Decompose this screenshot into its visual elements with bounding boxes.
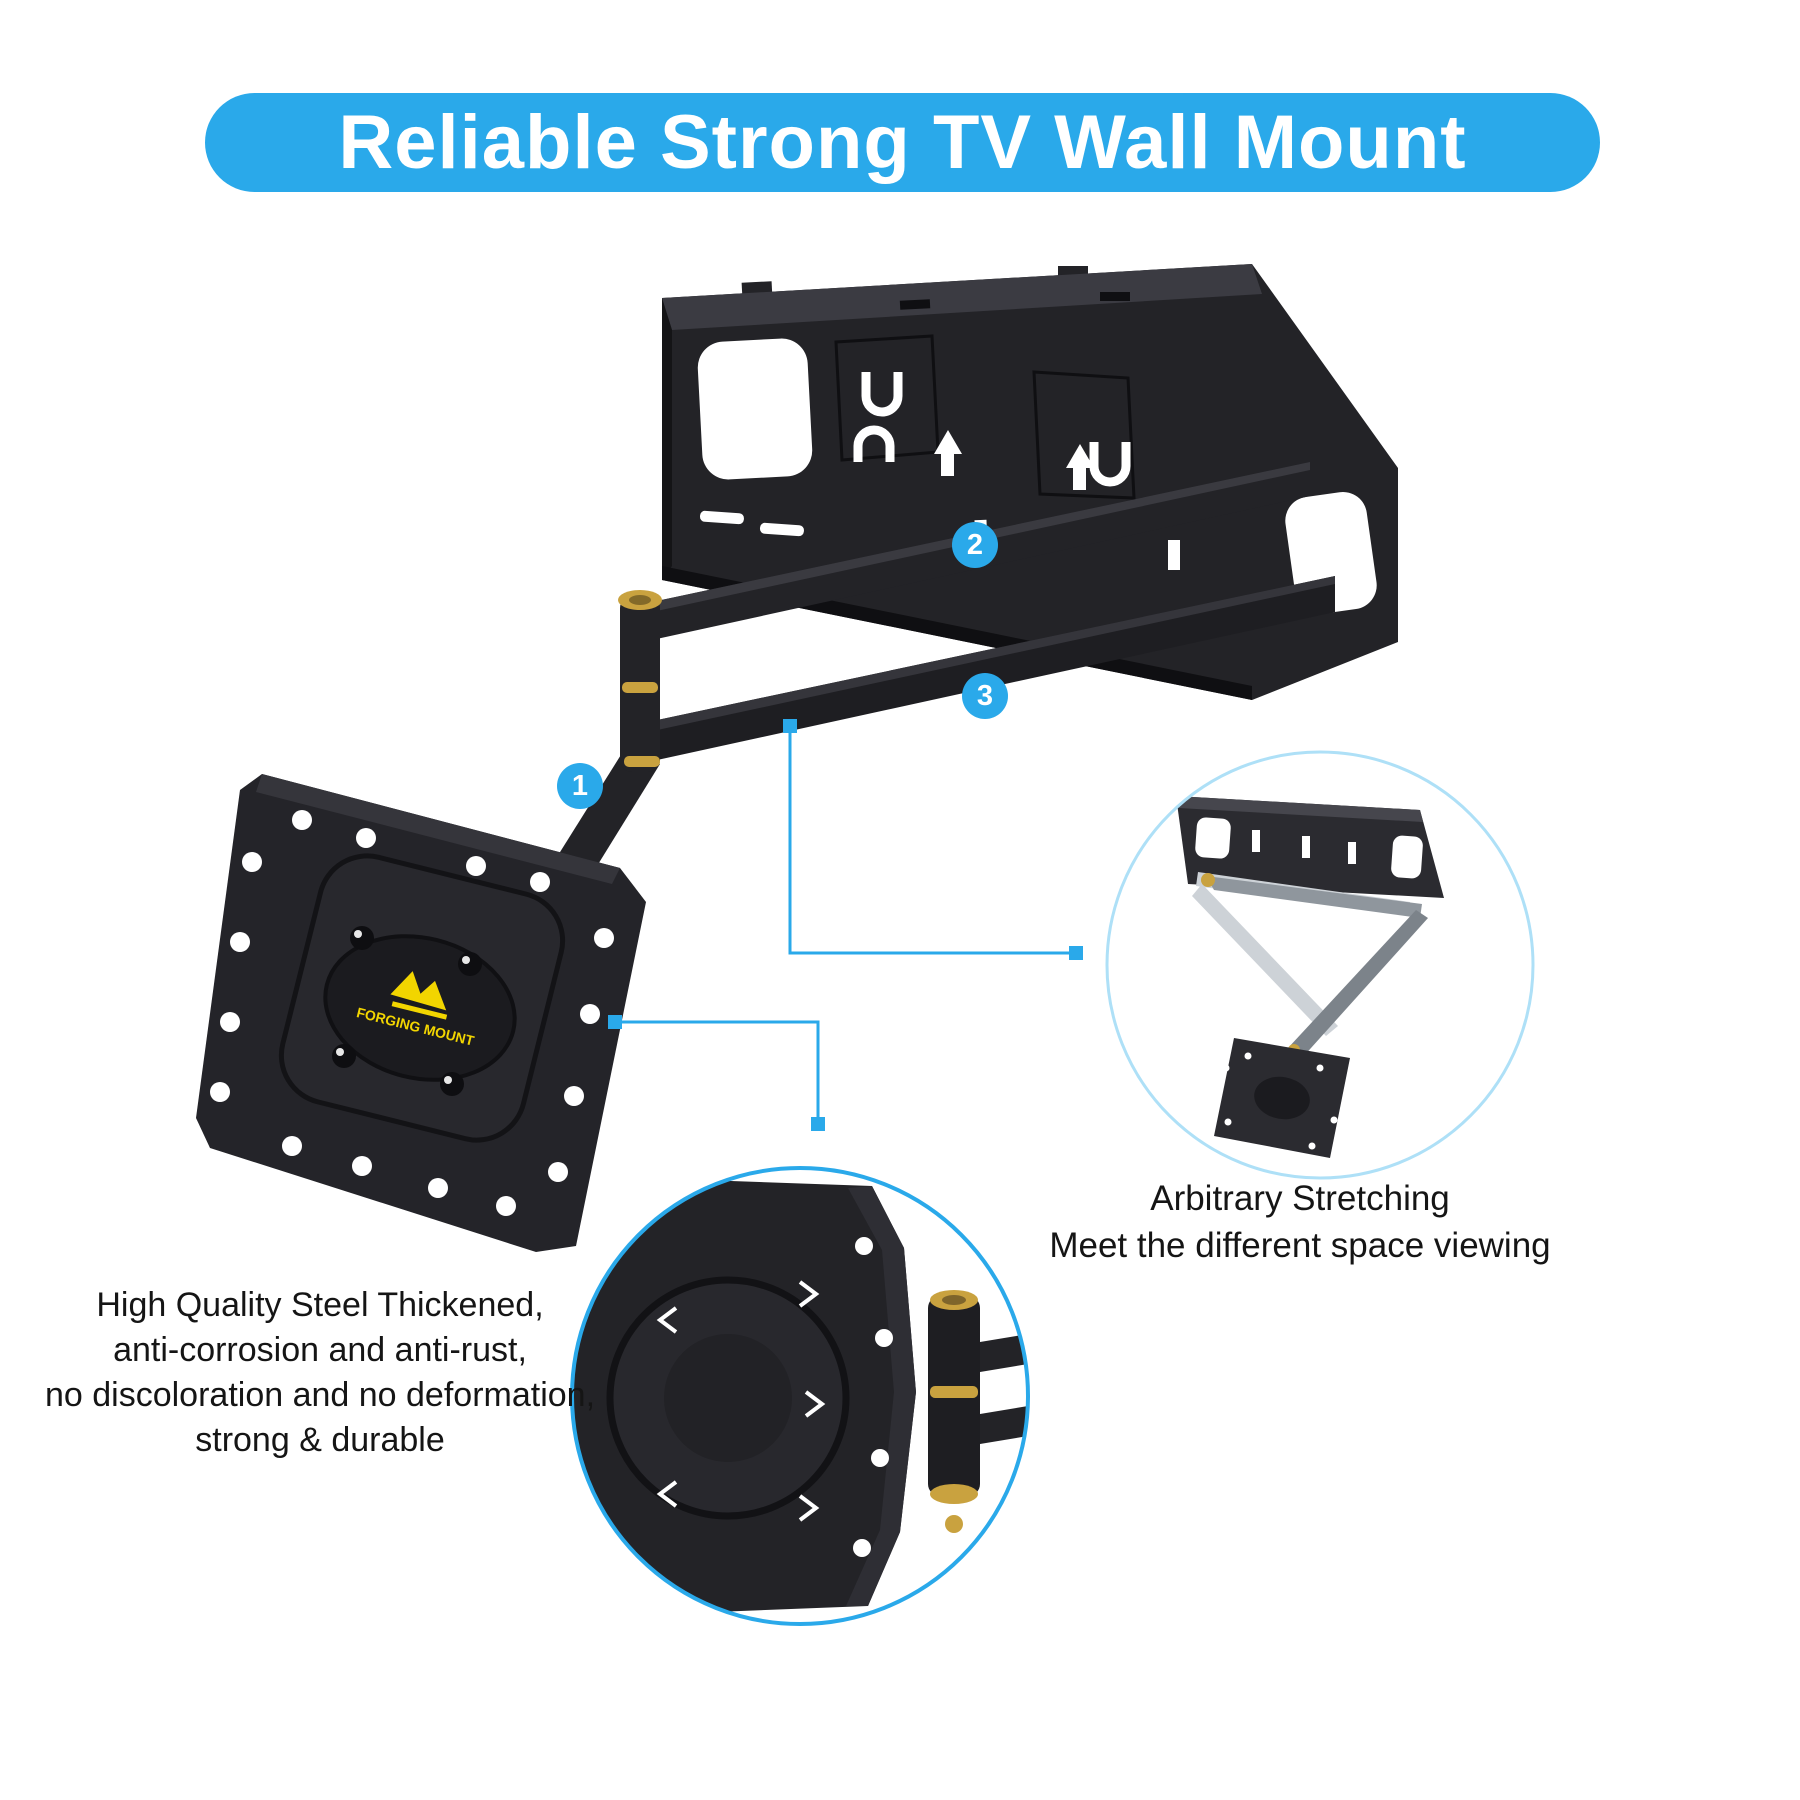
hinge-post xyxy=(618,590,662,772)
left-caption-line-2: anti-corrosion and anti-rust, xyxy=(113,1330,527,1369)
left-caption-line-1: High Quality Steel Thickened, xyxy=(96,1286,544,1324)
inset-stretching-art xyxy=(1176,796,1444,1158)
callout-badge-3: 3 xyxy=(962,673,1008,719)
left-caption-line-3: no discoloration and no deformation, xyxy=(44,1375,596,1414)
vesa-holes xyxy=(210,810,614,1216)
left-caption: High Quality Steel Thickened, anti-corro… xyxy=(30,1283,610,1463)
wall-plate-cutouts xyxy=(697,292,1377,615)
vesa-screws xyxy=(332,926,482,1096)
banner-title: Reliable Strong TV Wall Mount xyxy=(338,100,1467,185)
callout-badge-2: 2 xyxy=(952,522,998,568)
inset-hinge-closeup xyxy=(570,1166,1030,1626)
banner: Reliable Strong TV Wall Mount xyxy=(205,93,1600,192)
vesa-plate: FORGING MOUNT xyxy=(196,774,646,1252)
inset-hinge-art xyxy=(572,1175,1028,1618)
right-caption-line-1: Arbitrary Stretching xyxy=(1150,1179,1450,1218)
right-caption: Arbitrary Stretching Meet the different … xyxy=(1030,1176,1570,1270)
left-caption-line-4: strong & durable xyxy=(195,1420,445,1459)
closeup-arrow-marks xyxy=(656,1280,826,1522)
callout-badge-1: 1 xyxy=(557,763,603,809)
tv-wall-mount-render: FORGING MOUNT xyxy=(196,264,1398,1252)
right-caption-line-2: Meet the different space viewing xyxy=(1049,1225,1551,1265)
callout-lines xyxy=(608,719,1083,1131)
inset-stretching xyxy=(1105,750,1535,1180)
